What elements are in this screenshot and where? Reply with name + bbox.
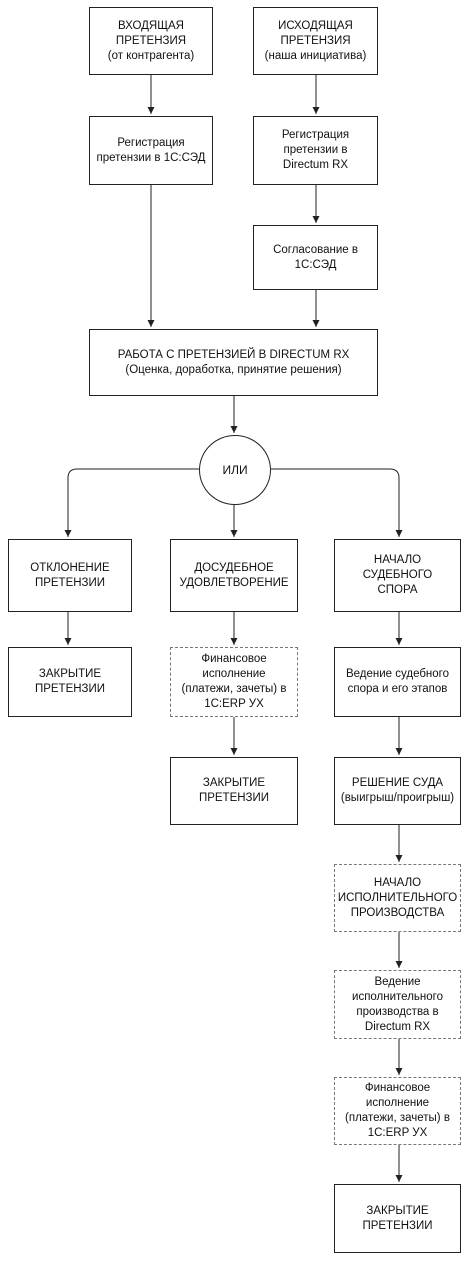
- reject-claim-node: ОТКЛОНЕНИЕ ПРЕТЕНЗИИ: [8, 539, 132, 612]
- register-directum-node: Регистрация претензии в Directum RX: [253, 116, 378, 185]
- court-conduct-node: Ведение судебного спора и его этапов: [334, 647, 461, 717]
- financial-execution-mid-node: Финансовое исполнение (платежи, зачеты) …: [170, 647, 298, 717]
- enforcement-conduct-node: Ведение исполнительного производства в D…: [334, 970, 461, 1039]
- incoming-claim-node: ВХОДЯЩАЯ ПРЕТЕНЗИЯ (от контрагента): [89, 7, 213, 75]
- or-decision-node: ИЛИ: [199, 435, 271, 505]
- court-decision-node: РЕШЕНИЕ СУДА (выигрыш/проигрыш): [334, 757, 461, 825]
- enforcement-start-node: НАЧАЛО ИСПОЛНИТЕЛЬНОГО ПРОИЗВОДСТВА: [334, 864, 461, 932]
- claim-work-node: РАБОТА С ПРЕТЕНЗИЕЙ В DIRECTUM RX (Оценк…: [89, 329, 378, 396]
- close-claim-right-node: ЗАКРЫТИЕ ПРЕТЕНЗИИ: [334, 1184, 461, 1253]
- arrow-or-to-court: [271, 468, 403, 537]
- outgoing-claim-node: ИСХОДЯЩАЯ ПРЕТЕНЗИЯ (наша инициатива): [253, 7, 378, 75]
- approval-1c-sed-node: Согласование в 1С:СЭД: [253, 225, 378, 290]
- financial-execution-right-node: Финансовое исполнение (платежи, зачеты) …: [334, 1077, 461, 1145]
- register-1c-sed-node: Регистрация претензии в 1С:СЭД: [89, 116, 213, 185]
- court-dispute-start-node: НАЧАЛО СУДЕБНОГО СПОРА: [334, 539, 461, 612]
- close-claim-mid-node: ЗАКРЫТИЕ ПРЕТЕНЗИИ: [170, 757, 298, 825]
- arrow-or-to-reject: [64, 468, 199, 537]
- pretrial-settlement-node: ДОСУДЕБНОЕ УДОВЛЕТВОРЕНИЕ: [170, 539, 298, 612]
- close-claim-left-node: ЗАКРЫТИЕ ПРЕТЕНЗИИ: [8, 647, 132, 717]
